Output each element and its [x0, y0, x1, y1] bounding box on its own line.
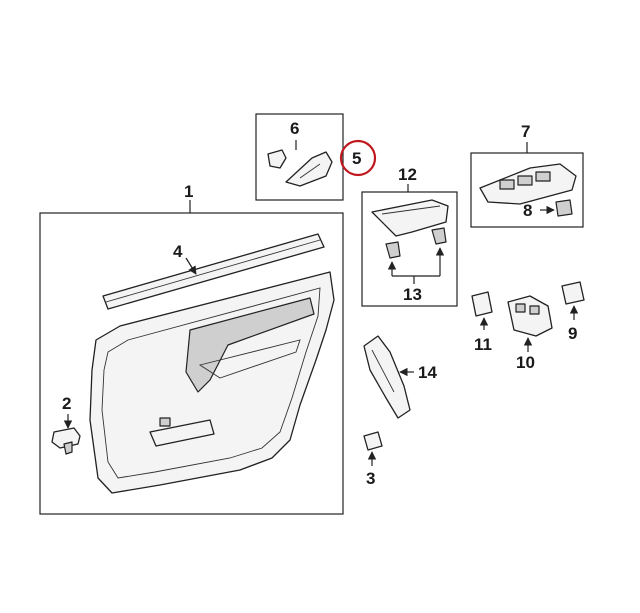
part-6-box [255, 113, 344, 201]
bezel-clip-left [385, 241, 401, 259]
door-lock-switch [471, 291, 493, 317]
trim-plug [363, 431, 383, 451]
callout-6: 6 [290, 119, 299, 138]
callout-3: 3 [366, 469, 375, 488]
callout-10: 10 [516, 353, 535, 372]
handle-cover-detail [371, 349, 395, 393]
callout-14: 14 [418, 363, 437, 382]
inside-handle-bezel [371, 199, 449, 237]
callout-13: 13 [403, 285, 422, 304]
clip-stem [63, 441, 73, 455]
switch-panel-opening-1 [499, 179, 515, 190]
master-switch-button-1 [515, 303, 526, 313]
callout-7: 7 [521, 122, 530, 141]
belt-weatherstrip [102, 233, 325, 310]
callout-5: 5 [352, 149, 361, 168]
retainer-clip [51, 427, 81, 449]
callout-9: 9 [568, 324, 577, 343]
switch-panel-opening-2 [517, 175, 533, 186]
leader-4 [185, 257, 197, 275]
switch-panel-clip [555, 199, 573, 217]
callout-4: 4 [173, 242, 183, 261]
door-pull-handle-cover [363, 335, 411, 419]
mirror-cover-bracket [285, 151, 333, 187]
callout-1: 1 [184, 182, 193, 201]
weatherstrip-inner-line [105, 239, 321, 303]
small-clip-slot [159, 417, 171, 427]
callout-2: 2 [62, 394, 71, 413]
bezel-clip-right [431, 227, 447, 245]
mirror-switch [561, 281, 585, 305]
mirror-clip [267, 149, 287, 169]
callout-8: 8 [523, 201, 532, 220]
door-pocket [149, 419, 215, 447]
switch-panel-opening-3 [535, 171, 551, 182]
armrest-detail [198, 339, 301, 379]
bracket-detail [299, 163, 321, 179]
armrest-area [185, 297, 315, 393]
bezel-detail [381, 205, 441, 215]
trim-inner-contour [101, 287, 321, 479]
callout-5-highlight-ring [339, 139, 377, 177]
door-trim-panel-box [39, 212, 344, 515]
part-12-box [361, 191, 458, 307]
callout-12: 12 [398, 165, 417, 184]
callout-11: 11 [474, 335, 492, 354]
master-switch-button-2 [529, 305, 540, 315]
power-window-master-switch [507, 295, 553, 337]
